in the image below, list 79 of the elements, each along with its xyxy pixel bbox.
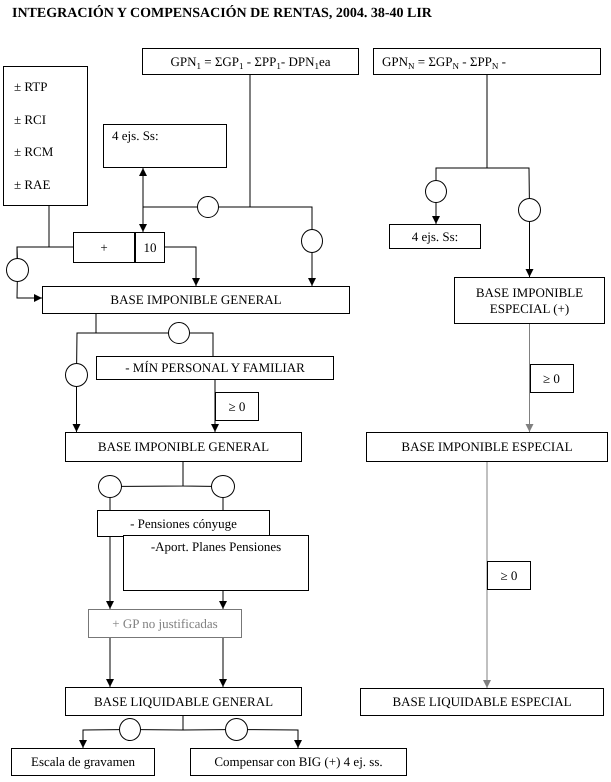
process-box xyxy=(42,286,350,314)
box-label: 10 xyxy=(144,240,156,256)
connector-line xyxy=(182,716,226,730)
edge-label: ≥ 0 xyxy=(487,561,531,590)
arrow xyxy=(308,252,316,286)
box-label: ± RCM xyxy=(14,144,54,160)
junction-circle xyxy=(211,475,235,498)
arrow xyxy=(106,638,114,688)
junction-circle xyxy=(301,229,323,253)
process-box xyxy=(65,432,302,462)
edge-label: ≥ 0 xyxy=(530,364,574,393)
box-label: BASE IMPONIBLE GENERAL xyxy=(98,439,270,455)
process-box xyxy=(65,687,302,716)
process-box xyxy=(96,356,334,380)
process-box xyxy=(454,277,605,324)
junction-circle xyxy=(425,180,447,203)
process-box xyxy=(103,124,227,168)
arrow xyxy=(526,324,534,432)
box-label: + GP no justificadas xyxy=(112,616,218,632)
junction-circle xyxy=(6,258,29,282)
box-label: BASE IMPONIBLE GENERAL xyxy=(110,292,282,308)
connector-line xyxy=(190,332,214,356)
process-box xyxy=(190,748,407,776)
box-label: GPN$_{N}$ = ΣGP$_{N}$ - ΣPP$_{N}$ - xyxy=(382,54,506,70)
arrow xyxy=(248,729,302,748)
box-label: 4 ejs. Ss: xyxy=(112,128,159,144)
box-label: - Pensiones cónyuge xyxy=(130,516,237,532)
process-box xyxy=(73,232,135,263)
arrow xyxy=(432,202,440,224)
connector-line xyxy=(250,74,312,230)
junction-circle xyxy=(225,718,248,741)
arrow xyxy=(139,206,198,232)
box-label: ± RTP xyxy=(14,79,48,96)
connector-line xyxy=(222,498,224,510)
box-label: ± RAE xyxy=(14,176,50,193)
arrow xyxy=(79,729,120,748)
junction-circle xyxy=(197,196,219,218)
arrow xyxy=(106,536,114,610)
process-box xyxy=(373,48,601,75)
process-box xyxy=(142,48,359,75)
process-box xyxy=(389,224,481,249)
box-label: GPN$_{1}$ = ΣGP$_{1}$ - ΣPP$_{1}$- DPN$_{1}$ea xyxy=(170,54,331,70)
process-box xyxy=(135,232,165,263)
process-box xyxy=(97,510,270,537)
process-box xyxy=(88,609,242,638)
connector-line xyxy=(486,74,530,199)
process-box xyxy=(123,535,309,591)
arrow xyxy=(483,462,491,688)
process-box xyxy=(11,748,155,776)
box-label: 4 ejs. Ss: xyxy=(412,228,458,244)
box-label: - MÍN PERSONAL Y FAMILIAR xyxy=(125,360,305,376)
junction-circle xyxy=(98,475,122,498)
junction-circle xyxy=(168,322,190,344)
arrow xyxy=(219,638,227,688)
edge-label: ≥ 0 xyxy=(215,392,259,421)
junction-circle xyxy=(518,198,541,222)
arrow xyxy=(526,221,534,278)
arrow xyxy=(72,386,80,432)
box-label: BASE LIQUIDABLE ESPECIAL xyxy=(392,694,572,710)
box-label: ± RCI xyxy=(14,112,46,128)
process-box xyxy=(3,66,88,206)
box-label: Escala de gravamen xyxy=(31,754,135,770)
box-label: Compensar con BIG (+) 4 ej. ss. xyxy=(214,754,383,770)
box-label: BASE IMPONIBLE ESPECIAL (+) xyxy=(474,284,584,316)
box-label: + xyxy=(100,240,108,256)
box-label: BASE IMPONIBLE ESPECIAL xyxy=(401,439,573,455)
connector-line xyxy=(16,246,74,259)
arrow xyxy=(16,281,42,302)
connector-line xyxy=(182,462,212,487)
arrow xyxy=(164,246,200,286)
junction-circle xyxy=(65,363,88,387)
process-box xyxy=(366,432,608,462)
box-label: -Aport. Planes Pensiones xyxy=(150,539,282,555)
junction-circle xyxy=(119,718,141,741)
box-label: BASE LIQUIDABLE GENERAL xyxy=(94,694,274,710)
arrow xyxy=(219,590,227,610)
arrow xyxy=(211,380,219,432)
diagram-title: INTEGRACIÓN Y COMPENSACIÓN DE RENTAS, 2004. 38-40 LIR xyxy=(12,6,432,22)
process-box xyxy=(360,688,604,716)
